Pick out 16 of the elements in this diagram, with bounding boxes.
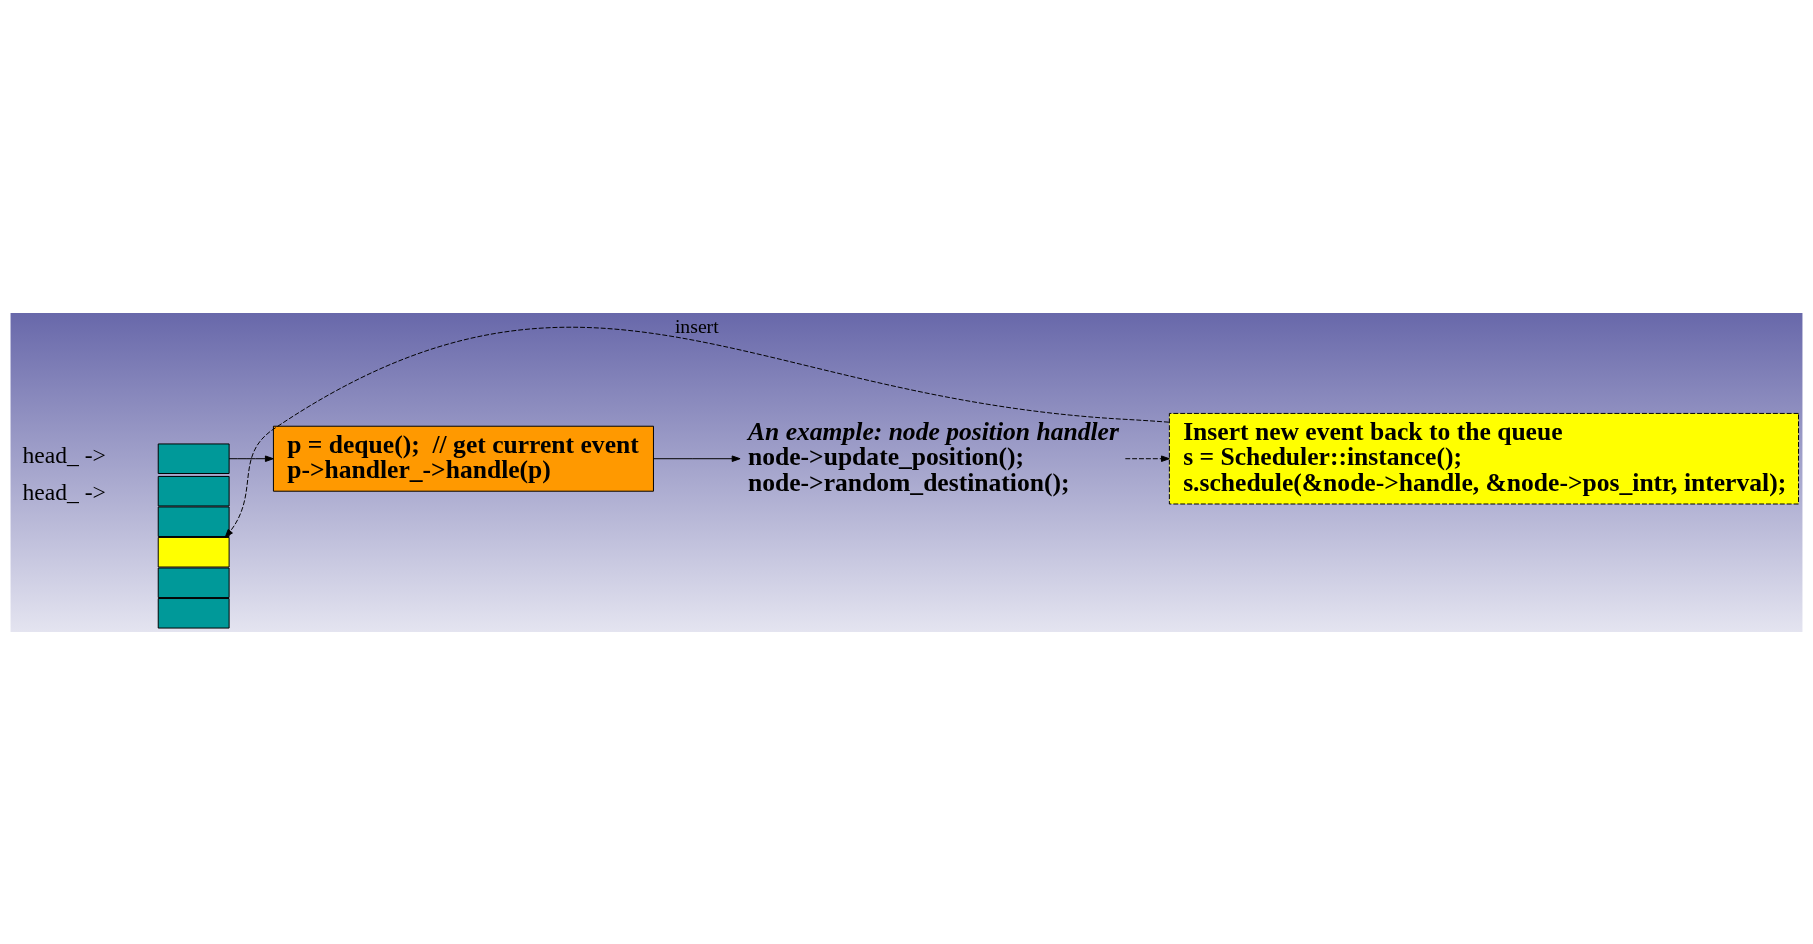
label: head_ -> xyxy=(22,478,106,505)
node-box xyxy=(157,475,230,506)
arrow xyxy=(228,454,274,462)
edge-label: insert xyxy=(674,314,719,337)
arrow xyxy=(1124,454,1170,462)
label: head_ -> xyxy=(22,441,106,468)
node-box xyxy=(157,567,230,598)
node-box xyxy=(157,536,230,567)
arrow xyxy=(653,454,741,462)
node-box xyxy=(157,505,230,537)
node-box: p = deque(); // get current event p->handler_->handle(p) xyxy=(272,425,654,492)
node-box xyxy=(157,597,230,629)
node-box: Insert new event back to the queue s = Scheduler::instance(); s.schedule(&node->handle, &node->pos_intr, interval); xyxy=(1168,412,1799,504)
node-text: An example: node position handler node->update_position(); node->random_destination(); xyxy=(747,416,1119,497)
arrow xyxy=(224,326,1170,538)
node-box xyxy=(157,442,230,474)
